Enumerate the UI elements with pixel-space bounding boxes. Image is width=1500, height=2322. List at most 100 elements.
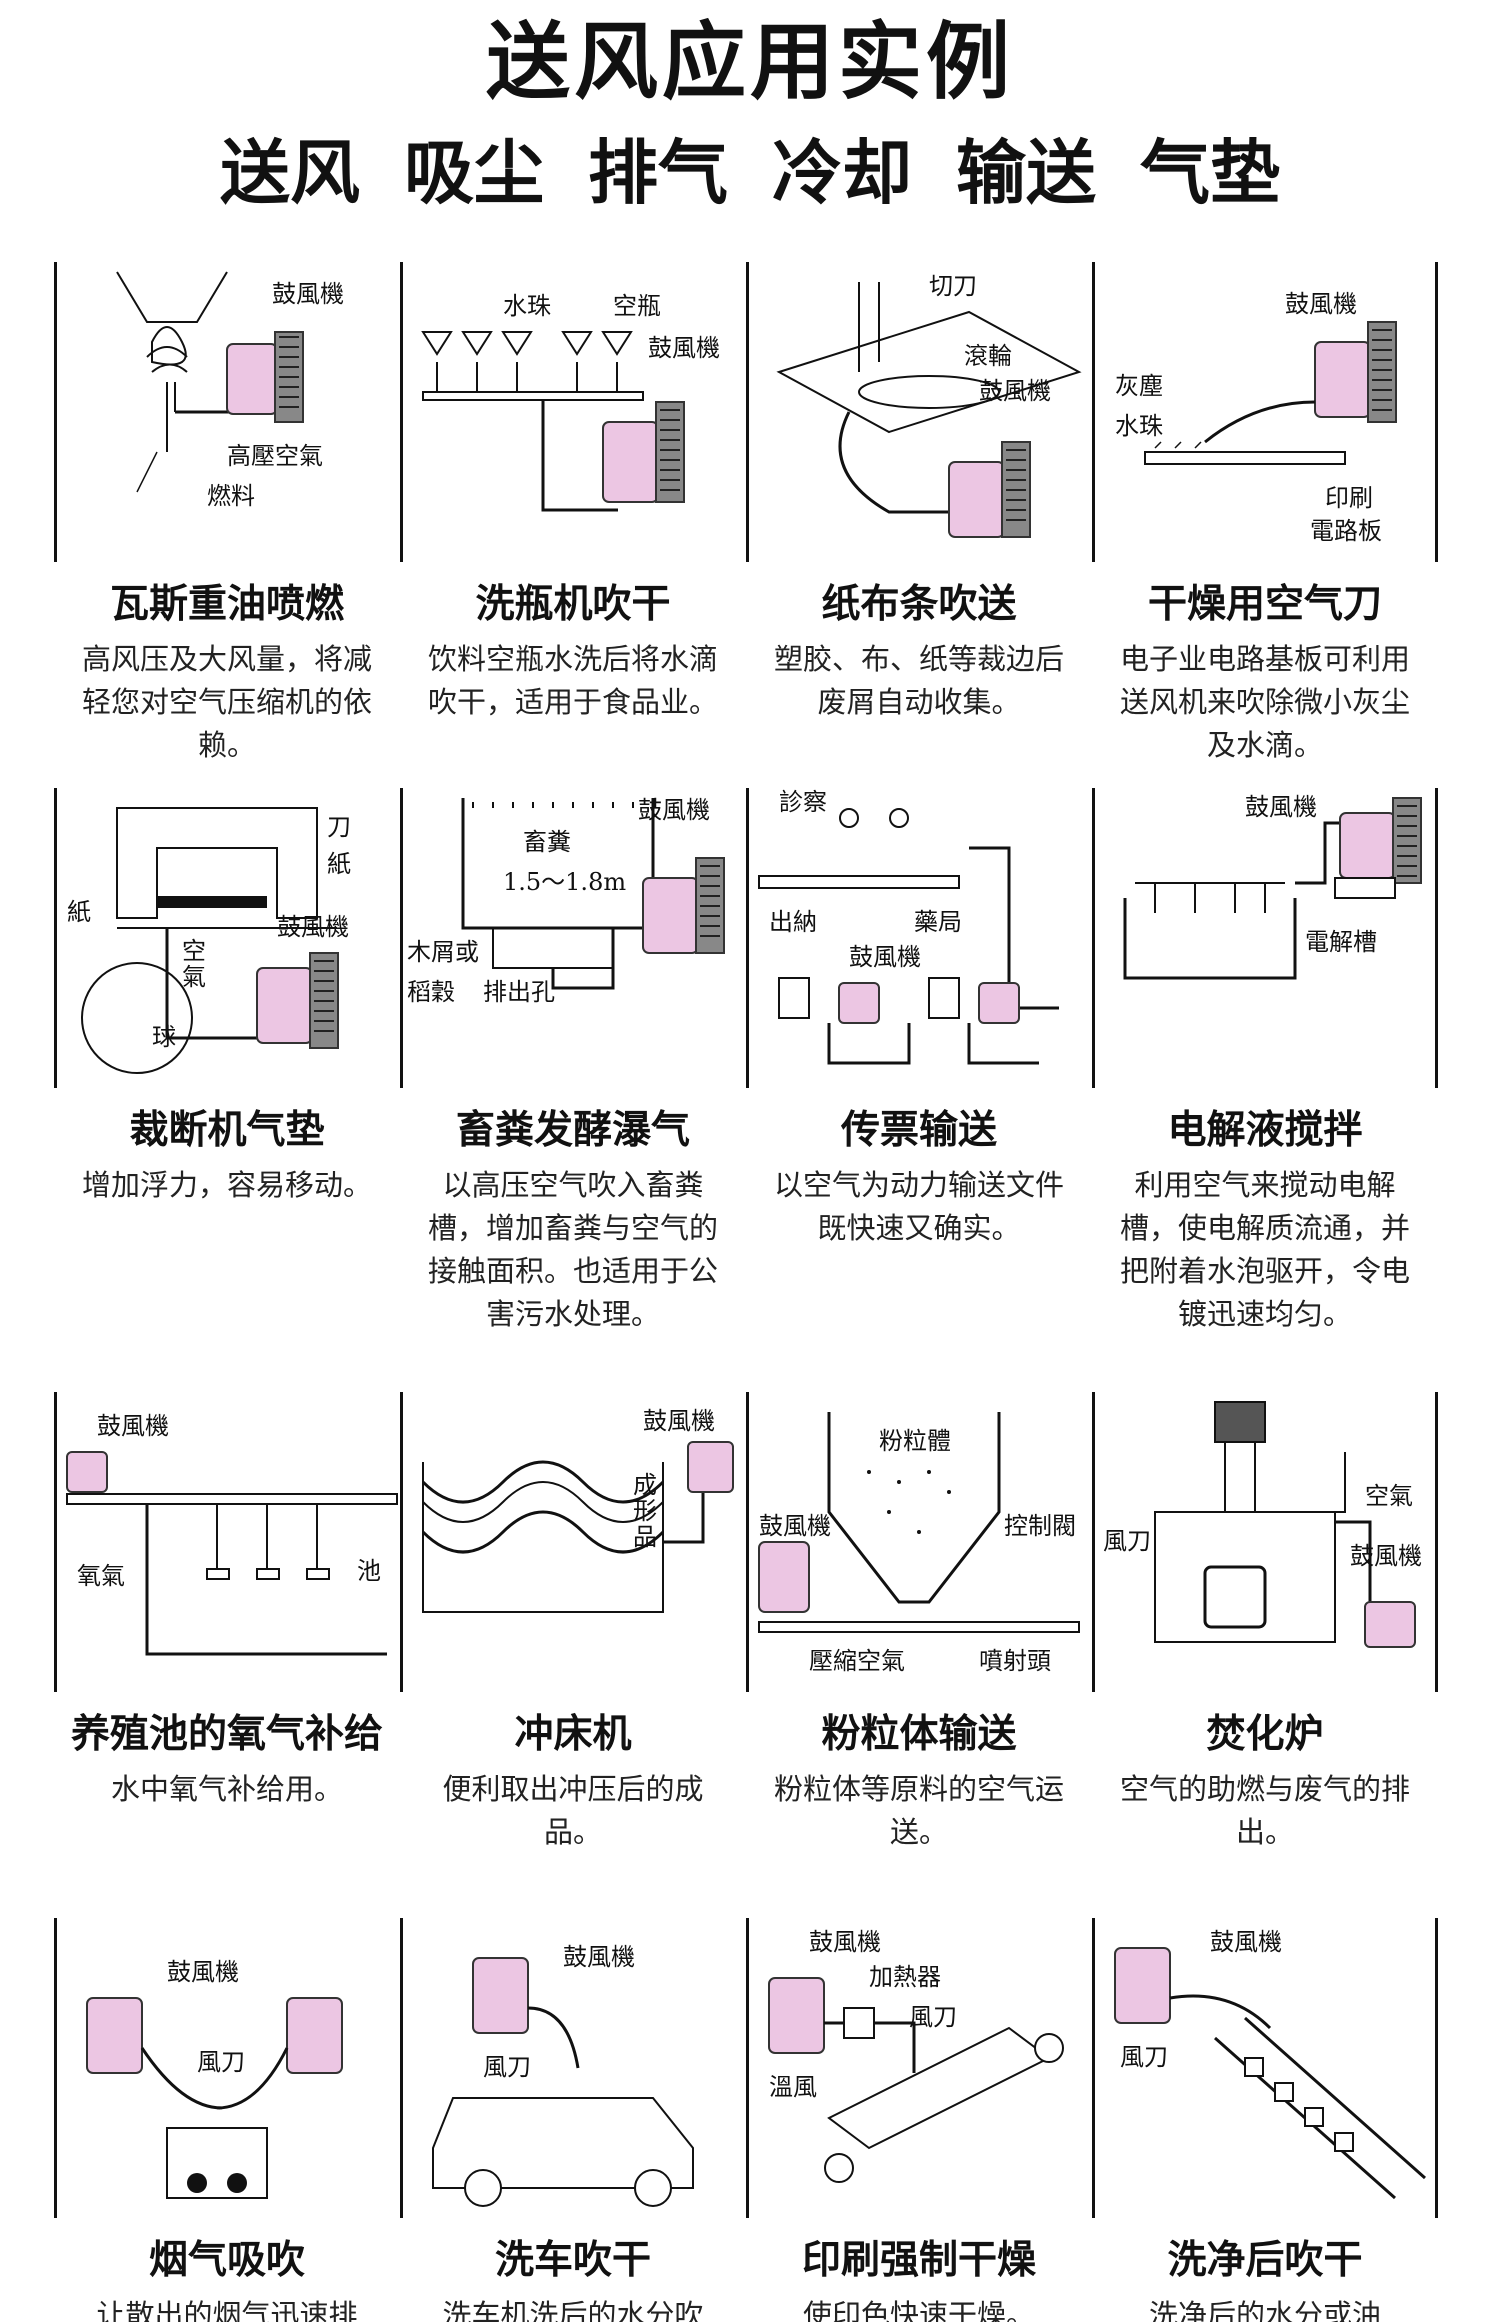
paper-strip-diagram <box>776 282 1082 538</box>
card-title: 纸布条吹送 <box>821 582 1017 627</box>
label-oxygen: 氧氣 <box>77 1562 125 1590</box>
print-drying-diagram <box>768 1977 1064 2183</box>
application-card-smoke-extraction: 鼓風機 風刀 烟气吸吹 让散出的烟气迅速排 <box>54 1918 400 2322</box>
car-wash-diagram <box>432 1957 694 2207</box>
card-title: 焚化炉 <box>1206 1712 1324 1757</box>
application-card-paper-strip-blowing: 切刀 滾輪 鼓風機 纸布条吹送 塑胶、布、纸等裁边后废屑自动收集。 <box>746 262 1092 724</box>
label-blower: 鼓風機 <box>97 1412 169 1440</box>
label-blower: 鼓風機 <box>1245 793 1317 821</box>
tag-conveying: 输送 <box>956 132 1096 214</box>
application-card-incinerator: 空氣 風刀 鼓風機 焚化炉 空气的助燃与废气的排出。 <box>1092 1392 1438 1854</box>
label-air-knife: 風刀 <box>1120 2043 1168 2071</box>
label-electrolytic-tank: 電解槽 <box>1305 928 1377 956</box>
illustration-electrolyte: 鼓風機 電解槽 <box>1092 788 1438 1088</box>
card-description: 洗净后的水分或油 <box>1148 2298 1381 2322</box>
illustration-post-wash: 鼓風機 風刀 <box>1092 1918 1438 2218</box>
label-blower: 鼓風機 <box>277 913 349 941</box>
application-card-print-drying: 鼓風機 加熱器 風刀 溫風 印刷强制干燥 使印色快速干燥。 <box>746 1918 1092 2322</box>
card-description: 饮料空瓶水洗后将水滴吹干，适用于食品业。 <box>427 642 718 719</box>
tag-dust-suction: 吸尘 <box>404 132 544 214</box>
card-title: 洗净后吹干 <box>1167 2238 1363 2283</box>
label-blower: 鼓風機 <box>272 280 344 308</box>
card-description: 便利取出冲压后的成品。 <box>442 1772 704 1849</box>
application-card-car-wash-dry: 鼓風機 風刀 洗车吹干 洗车机洗后的水分吹干。 <box>400 1918 746 2322</box>
label-blower: 鼓風機 <box>563 1943 635 1971</box>
illustration-paper-strip: 切刀 滾輪 鼓風機 <box>746 262 1092 562</box>
application-card-gas-oil-burner: 鼓風機 高壓空氣 燃料 瓦斯重油喷燃 高风压及大风量，将减轻您对空气压缩机的依赖… <box>54 262 400 767</box>
label-circuit-board: 電路板 <box>1310 517 1382 545</box>
illustration-car-wash: 鼓風機 風刀 <box>400 1918 746 2218</box>
label-heater: 加熱器 <box>869 1963 941 1991</box>
aquaculture-diagram <box>66 1451 398 1656</box>
burner-diagram <box>116 271 304 493</box>
label-blower: 鼓風機 <box>979 377 1051 405</box>
card-description: 以空气为动力输送文件既快速又确实。 <box>773 1168 1064 1245</box>
air-knife-diagram <box>1144 321 1397 465</box>
card-title: 电解液搅拌 <box>1167 1108 1363 1153</box>
illustration-powder: 粉粒體 鼓風機 控制閥 壓縮空氣 噴射頭 <box>746 1392 1092 1692</box>
label-cashier: 出納 <box>769 908 817 936</box>
card-description: 粉粒体等原料的空气运送。 <box>773 1772 1064 1849</box>
label-warm-air: 溫風 <box>769 2073 817 2101</box>
label-air-knife: 風刀 <box>483 2053 531 2081</box>
label-air: 空氣 <box>1365 1482 1413 1510</box>
label-blower: 鼓風機 <box>1285 290 1357 318</box>
label-manure: 畜糞 <box>523 828 571 856</box>
cutter-cushion-diagram <box>81 807 339 1074</box>
card-title: 畜粪发酵瀑气 <box>455 1108 690 1153</box>
bottle-washer-diagram <box>421 331 685 512</box>
label-formed-product: 成形品 <box>633 1471 657 1551</box>
tag-supply-air: 送风 <box>220 132 360 214</box>
label-blower: 鼓風機 <box>849 943 921 971</box>
illustration-print-drying: 鼓風機 加熱器 風刀 溫風 <box>746 1918 1092 2218</box>
label-blower: 鼓風機 <box>167 1958 239 1986</box>
illustration-air-knife: 鼓風機 灰塵 水珠 印刷 電路板 <box>1092 262 1438 562</box>
label-empty-bottle: 空瓶 <box>613 292 661 320</box>
label-blower: 鼓風機 <box>638 796 710 824</box>
tag-exhaust: 排气 <box>588 132 728 214</box>
card-description: 增加浮力，容易移动。 <box>81 1168 372 1202</box>
incinerator-diagram <box>1154 1401 1416 1648</box>
label-rice-husk: 稻穀 <box>407 978 455 1006</box>
label-compressed-air: 壓縮空氣 <box>809 1647 905 1675</box>
card-description: 空气的助燃与废气的排出。 <box>1119 1772 1410 1849</box>
application-card-manure-aeration: 鼓風機 畜糞 1.5〜1.8m 木屑或 稻穀 排出孔 畜粪发酵瀑气 以高压空气吹… <box>400 788 746 1336</box>
application-card-punch-press: 鼓風機 成形品 冲床机 便利取出冲压后的成品。 <box>400 1392 746 1854</box>
label-blower: 鼓風機 <box>643 1407 715 1435</box>
illustration-punch-press: 鼓風機 成形品 <box>400 1392 746 1692</box>
label-cutter: 切刀 <box>929 272 977 300</box>
label-pharmacy: 藥局 <box>914 908 962 936</box>
card-title: 洗车吹干 <box>494 2238 651 2283</box>
label-air-knife: 風刀 <box>1103 1527 1151 1555</box>
label-high-pressure-air: 高壓空氣 <box>227 442 323 470</box>
application-tags: 送风 吸尘 排气 冷却 输送 气垫 <box>0 128 1500 218</box>
card-title: 烟气吸吹 <box>148 2238 305 2283</box>
electrolyte-diagram <box>1123 797 1422 980</box>
page-title: 送风应用实例 <box>485 13 1014 111</box>
card-description: 洗车机洗后的水分吹干。 <box>442 2298 704 2322</box>
card-title: 粉粒体输送 <box>821 1712 1017 1757</box>
label-depth: 1.5〜1.8m <box>503 868 627 896</box>
label-fuel: 燃料 <box>207 482 255 510</box>
card-description: 高风压及大风量，将减轻您对空气压缩机的依赖。 <box>81 642 372 762</box>
label-sawdust-or: 木屑或 <box>407 938 479 966</box>
label-ball: 球 <box>152 1023 176 1051</box>
card-description: 使印色快速干燥。 <box>802 2298 1035 2322</box>
card-title: 传票输送 <box>840 1108 997 1153</box>
label-blower: 鼓風機 <box>648 334 720 362</box>
label-roller: 滾輪 <box>964 342 1012 370</box>
card-title: 冲床机 <box>514 1712 632 1757</box>
card-description: 以高压空气吹入畜粪槽，增加畜粪与空气的接触面积。也适用于公害污水处理。 <box>427 1168 718 1331</box>
label-nozzle: 噴射頭 <box>979 1647 1051 1675</box>
card-title: 瓦斯重油喷燃 <box>109 582 344 627</box>
label-blower: 鼓風機 <box>759 1512 831 1540</box>
application-card-powder-conveying: 粉粒體 鼓風機 控制閥 壓縮空氣 噴射頭 粉粒体输送 粉粒体等原料的空气运送。 <box>746 1392 1092 1854</box>
post-wash-diagram <box>1114 1947 1426 2200</box>
card-title: 养殖池的氧气补给 <box>70 1712 383 1757</box>
label-water-drops: 水珠 <box>503 292 551 320</box>
card-description: 电子业电路基板可利用送风机来吹除微小灰尘及水滴。 <box>1119 642 1410 762</box>
application-card-aquaculture-oxygen: 鼓風機 氧氣 池 养殖池的氧气补给 水中氧气补给用。 <box>54 1392 400 1811</box>
label-blower: 鼓風機 <box>1350 1542 1422 1570</box>
label-blower: 鼓風機 <box>1210 1928 1282 1956</box>
punch-press-diagram <box>421 1441 734 1613</box>
